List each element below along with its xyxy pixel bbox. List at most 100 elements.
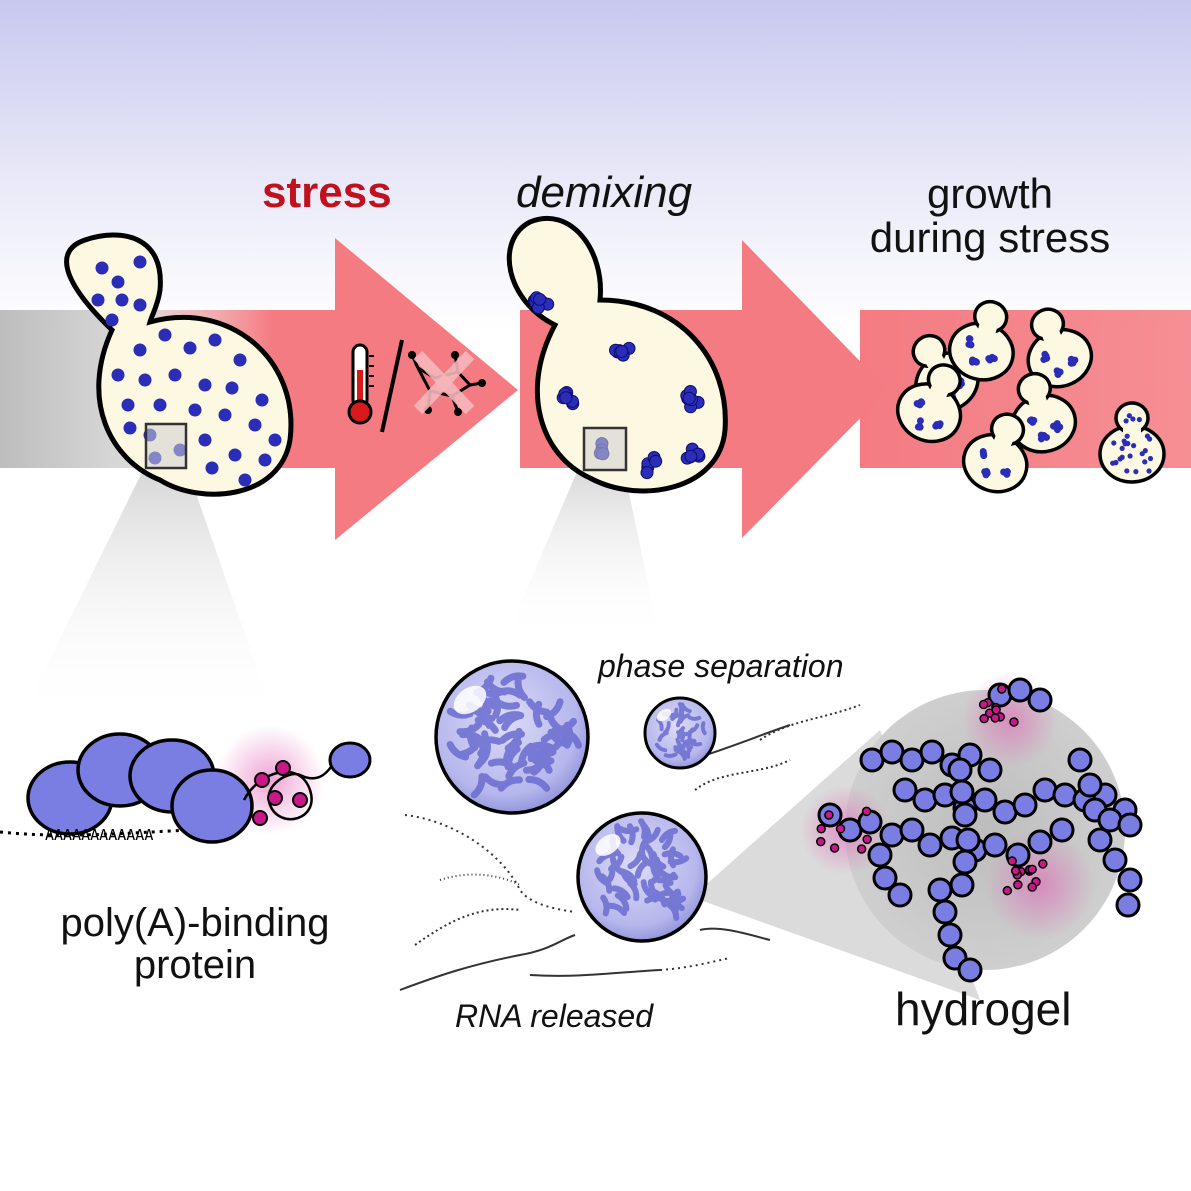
hydrogel-bead (912, 787, 938, 813)
magenta-node (997, 684, 1007, 694)
magenta-node (861, 806, 872, 817)
magenta-node (1002, 885, 1013, 896)
hydrogel-bead (1052, 782, 1078, 808)
hydrogel-bead (1012, 792, 1038, 818)
hydrogel-bead (1027, 687, 1053, 713)
protein-cluster-dot (533, 292, 547, 306)
protein-dot (208, 333, 222, 347)
small-yeast-cell (1010, 371, 1078, 454)
hydrogel-bead (1087, 827, 1113, 853)
label-phase-separation: phase separation (598, 648, 844, 684)
hydrogel-bead (899, 817, 925, 843)
hydrogel-bead (1097, 807, 1123, 833)
hydrogel-bead (1102, 847, 1128, 873)
magenta-node (816, 824, 826, 834)
protein-dot (158, 328, 172, 342)
magenta-node (1013, 880, 1023, 890)
protein-dot (123, 421, 137, 435)
magenta-node (1007, 856, 1017, 866)
protein-dot (218, 408, 232, 422)
magenta-node (990, 713, 1000, 723)
zoom-box-left (144, 422, 188, 470)
thermometer-icon (347, 343, 374, 425)
pab-protein: AAAAAAAAAAAA (0, 725, 372, 844)
hydrogel-bead (1067, 747, 1093, 773)
hydrogel-bead (1027, 829, 1053, 855)
hydrogel-bead (937, 922, 963, 948)
hydrogel-bead (1032, 777, 1058, 803)
hydrogel-bead (867, 842, 893, 868)
hydrogel-bead (972, 787, 998, 813)
hydrogel-bead (1077, 772, 1103, 798)
hydrogel-bead (1117, 812, 1143, 838)
droplet-medium (576, 811, 708, 943)
hydrogel-bead (982, 832, 1008, 858)
protein-dot (153, 398, 167, 412)
protein-dot (95, 261, 109, 275)
droplet-small (643, 696, 717, 770)
label-growth: growth during stress (840, 170, 1140, 260)
label-stress: stress (262, 168, 392, 217)
protein-dot (268, 433, 282, 447)
hydrogel-bead (952, 802, 978, 828)
label-hydrogel: hydrogel (895, 983, 1072, 1035)
slash-divider (380, 339, 404, 433)
hydrogel-bead (949, 872, 975, 898)
hydrogel-bead (947, 757, 973, 783)
magenta-node (1010, 866, 1021, 876)
small-yeast-cell (947, 299, 1015, 382)
hydrogel-bead (1007, 677, 1033, 703)
small-yeast-cell (961, 412, 1029, 494)
protein-dot (168, 368, 182, 382)
hydrogel-bead (917, 832, 943, 858)
small-yeast-cell (1098, 401, 1166, 484)
droplet-large (434, 659, 590, 815)
protein-dot (91, 293, 105, 307)
protein-cluster-dot (615, 345, 629, 358)
label-pab-line1: poly(A)-binding (60, 901, 330, 945)
hydrogel-bead (952, 849, 978, 875)
hydrogel-bead (977, 757, 1003, 783)
magenta-node (862, 834, 872, 845)
label-rna-released: RNA released (455, 998, 654, 1034)
hydrogel-bead (1115, 892, 1141, 918)
protein-dot (115, 293, 129, 307)
hydrogel-bead (949, 779, 975, 805)
yeast-cells-growing (896, 299, 1166, 494)
hydrogel-bead (932, 899, 958, 925)
protein-dot (198, 378, 212, 392)
label-pab: poly(A)-binding protein (40, 902, 350, 986)
rna-strands (399, 704, 861, 991)
label-growth-line1: growth (926, 170, 1054, 217)
hydrogel-bead (955, 827, 981, 853)
hydrogel-bead (887, 882, 913, 908)
magenta-node (835, 824, 846, 834)
glucose-crossed-icon (408, 350, 486, 416)
protein-dot (111, 275, 125, 289)
hydrogel-bead (919, 739, 945, 765)
protein-dot (205, 461, 219, 475)
yeast-cell-unstressed (64, 232, 294, 497)
hydrogel-bead (927, 877, 953, 903)
magenta-node (1038, 859, 1048, 869)
protein-cluster-dot (559, 391, 573, 405)
hydrogel-bead (1117, 867, 1143, 893)
hydrogel-bead (892, 777, 918, 803)
label-demixing: demixing (516, 168, 693, 217)
zoom-cone-middle (505, 460, 660, 640)
protein-cluster-dot (649, 454, 663, 468)
protein-dot (255, 393, 269, 407)
protein-dot (121, 398, 135, 412)
protein-dot (111, 368, 125, 382)
protein-dot (133, 298, 147, 312)
hydrogel-bead (957, 957, 983, 983)
hydrogel-bead (872, 865, 898, 891)
magenta-node (829, 843, 840, 853)
protein-cluster-dot (640, 466, 654, 480)
magenta-node (824, 810, 834, 820)
magenta-node (979, 713, 989, 724)
protein-dot (138, 373, 152, 387)
magenta-node (1027, 864, 1037, 875)
